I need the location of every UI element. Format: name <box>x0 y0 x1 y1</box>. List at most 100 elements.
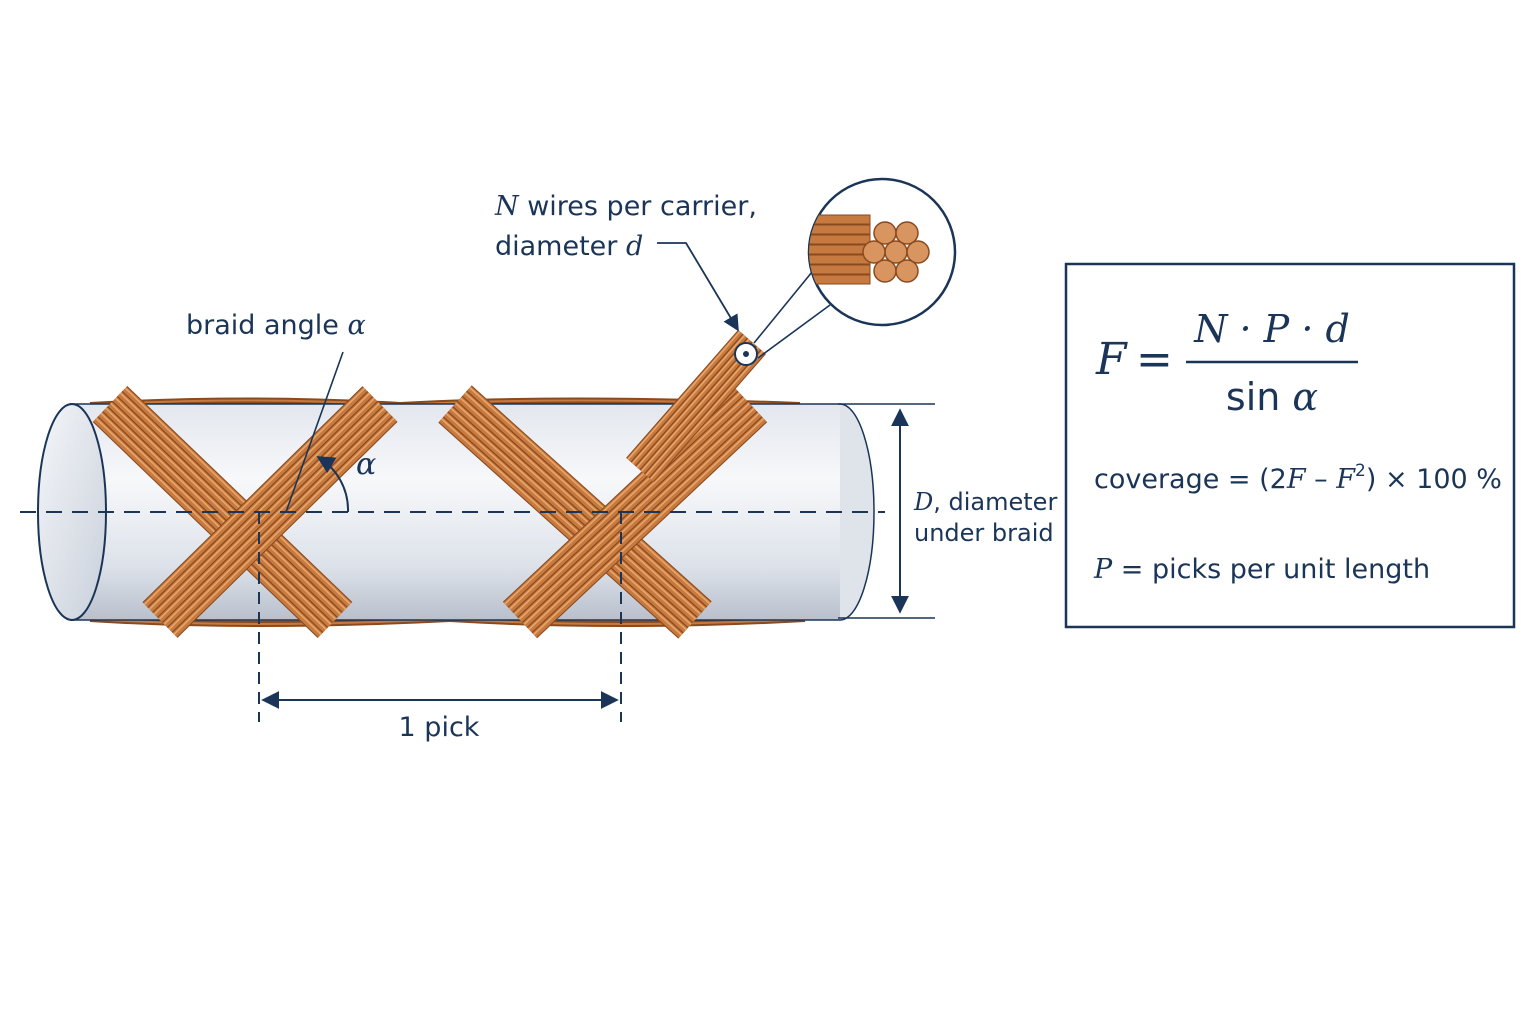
braid-wire-body <box>527 412 762 633</box>
braid-wire-highlight <box>100 412 327 630</box>
braid-band-down-1 <box>92 385 353 639</box>
braid-wire-highlight <box>464 392 706 610</box>
braid-wire-body <box>467 386 711 607</box>
braid-wire-highlight <box>636 338 750 468</box>
braid-wire-body <box>148 391 373 613</box>
braid-wire-highlight <box>627 330 741 460</box>
braid-band-up-1 <box>142 386 398 638</box>
braid-wire-body <box>532 417 767 638</box>
braid-wire-highlight <box>168 412 390 630</box>
magnified-wire-side <box>809 214 871 225</box>
braid-wire-body <box>93 417 323 638</box>
magnified-wire-side <box>809 244 871 255</box>
magnified-wire-side <box>809 224 871 235</box>
braid-wire-body <box>513 396 748 618</box>
braid-wire-body <box>448 407 693 628</box>
braid-wire-highlight <box>119 392 346 610</box>
wires-leader <box>657 242 739 332</box>
braid-band-up-2 <box>502 385 768 639</box>
braid-angle-marker <box>285 351 350 513</box>
magnified-wire-end <box>873 259 897 283</box>
braid-wire-body <box>172 416 397 638</box>
magnified-wire-end <box>895 259 919 283</box>
braid-wire-highlight <box>459 397 701 615</box>
braid-wire-highlight <box>148 392 371 610</box>
braid-wire-body <box>640 342 757 474</box>
braid-wire-highlight <box>649 350 764 480</box>
picks-definition: P = picks per unit length <box>1093 554 1430 585</box>
formula-denominator: sin α <box>1226 375 1318 419</box>
braid-wire-body <box>626 330 743 462</box>
D-label: D, diameter <box>913 488 1057 516</box>
braid-wire-body <box>518 401 752 623</box>
braid-wire-body <box>457 396 702 617</box>
magnified-wire-side <box>809 264 871 275</box>
magnified-wire-side <box>809 234 871 245</box>
formula-box-frame <box>1064 262 1516 629</box>
braid-wire-body <box>522 406 757 628</box>
magnified-wire-side <box>809 274 871 285</box>
braid-wire-body <box>98 412 328 633</box>
diameter-dimension <box>838 403 935 619</box>
braid-wire-highlight <box>631 334 746 464</box>
braid-wire-highlight <box>153 397 375 615</box>
braid-wire-highlight <box>509 392 741 610</box>
braid-wire-body <box>153 396 378 618</box>
braid-wire-highlight <box>445 413 687 631</box>
braid-wire-body <box>462 391 707 612</box>
braid-wire-highlight <box>441 418 683 636</box>
braid-wire-highlight <box>124 387 351 605</box>
braid-wire-highlight <box>95 417 322 636</box>
braid-band-down-2 <box>438 385 712 639</box>
braid-wire-body <box>103 406 333 628</box>
braid-wire-highlight <box>144 387 366 605</box>
formula-box: F = N · P · d sin α coverage = (2F – F2)… <box>1064 262 1516 629</box>
braid-wire-highlight <box>523 407 755 625</box>
braid-wire-body <box>112 396 342 618</box>
braid-wire-body <box>107 401 338 623</box>
braid-wire-body <box>162 406 387 628</box>
formula-lhs: F <box>1095 334 1128 385</box>
braid-wire-body <box>143 386 368 608</box>
braid-wire-highlight <box>450 407 692 626</box>
braid-wire-body <box>443 412 688 633</box>
magnified-wire-end <box>862 240 886 264</box>
braid-wire-highlight <box>533 417 765 636</box>
formula-numerator: N · P · d <box>1193 307 1350 351</box>
magnified-wire-end <box>873 221 897 245</box>
braid-wire-highlight <box>105 407 332 625</box>
braid-wire-body <box>167 411 392 633</box>
magnified-wire-end <box>884 240 908 264</box>
braid-wire-highlight <box>528 412 760 631</box>
magnifier-callout <box>753 177 957 359</box>
braid-angle-label: braid angle α <box>186 310 366 341</box>
braid-wire-highlight <box>513 397 746 615</box>
braid-wire-body <box>117 391 347 612</box>
braid-wire-body <box>631 334 748 466</box>
braid-wire-body <box>635 338 752 470</box>
braid-wire-body <box>439 417 683 638</box>
pick-dimension <box>258 512 622 722</box>
braid-wire-highlight <box>518 402 750 620</box>
angle-symbol: α <box>356 447 376 482</box>
angle-arc <box>316 456 350 513</box>
braid-wire-highlight <box>110 402 337 620</box>
braid-front-strands <box>92 385 768 639</box>
diameter-label: diameter d <box>495 231 643 262</box>
braid-wire-body <box>122 386 352 607</box>
loose-carrier-wires <box>626 329 766 483</box>
loose-carrier-bundle <box>626 329 766 483</box>
coverage-formula: coverage = (2F – F2) × 100 % <box>1094 461 1502 495</box>
braid-wire-body <box>644 346 761 478</box>
braid-wire-body <box>508 391 743 612</box>
braid-wire-highlight <box>163 407 385 625</box>
magnified-wire-end <box>906 240 930 264</box>
wires-label: N wires per carrier, <box>494 191 757 222</box>
braid-wire-body <box>649 350 766 482</box>
magnified-wire-end <box>895 221 919 245</box>
braid-wire-highlight <box>173 417 395 635</box>
braid-wire-highlight <box>114 397 342 615</box>
D-label-line2: under braid <box>914 519 1054 547</box>
pick-label: 1 pick <box>399 712 480 743</box>
